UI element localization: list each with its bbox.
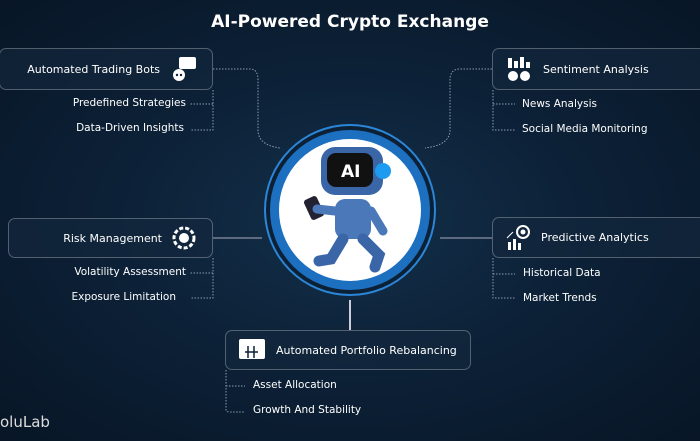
sub-item: Asset Allocation (253, 379, 337, 391)
sub-item: Data-Driven Insights (76, 122, 184, 134)
node-label: Sentiment Analysis (543, 62, 649, 76)
ai-robot-illustration: AI (270, 130, 430, 290)
trading-bot-icon (170, 55, 198, 83)
sub-item: Exposure Limitation (71, 291, 176, 303)
sub-item: Social Media Monitoring (522, 123, 648, 135)
node-automated-portfolio-rebalancing: Automated Portfolio Rebalancing (225, 330, 471, 370)
page-title: AI-Powered Crypto Exchange (211, 12, 489, 32)
node-label: Automated Portfolio Rebalancing (276, 343, 457, 357)
node-label: Predictive Analytics (541, 231, 649, 244)
portfolio-icon (238, 336, 266, 364)
risk-gear-icon (170, 224, 198, 252)
node-label: Automated Trading Bots (27, 62, 160, 76)
node-sentiment-analysis: Sentiment Analysis (492, 48, 700, 90)
brand-logo: oluLab (0, 413, 50, 431)
sub-item: Predefined Strategies (72, 97, 186, 109)
sub-item: Historical Data (523, 267, 601, 279)
sentiment-icon (505, 55, 533, 83)
sub-item: News Analysis (522, 98, 597, 110)
ai-label: AI (341, 162, 360, 182)
sub-item: Growth And Stability (253, 404, 362, 416)
node-label: Risk Management (63, 231, 162, 245)
sub-item: Volatility Assessment (74, 266, 186, 278)
node-risk-management: Risk Management (8, 218, 213, 258)
sub-item: Market Trends (523, 292, 597, 304)
node-automated-trading-bots: Automated Trading Bots (0, 48, 213, 90)
analytics-icon (505, 224, 533, 252)
node-predictive-analytics: Predictive Analytics (492, 217, 700, 258)
